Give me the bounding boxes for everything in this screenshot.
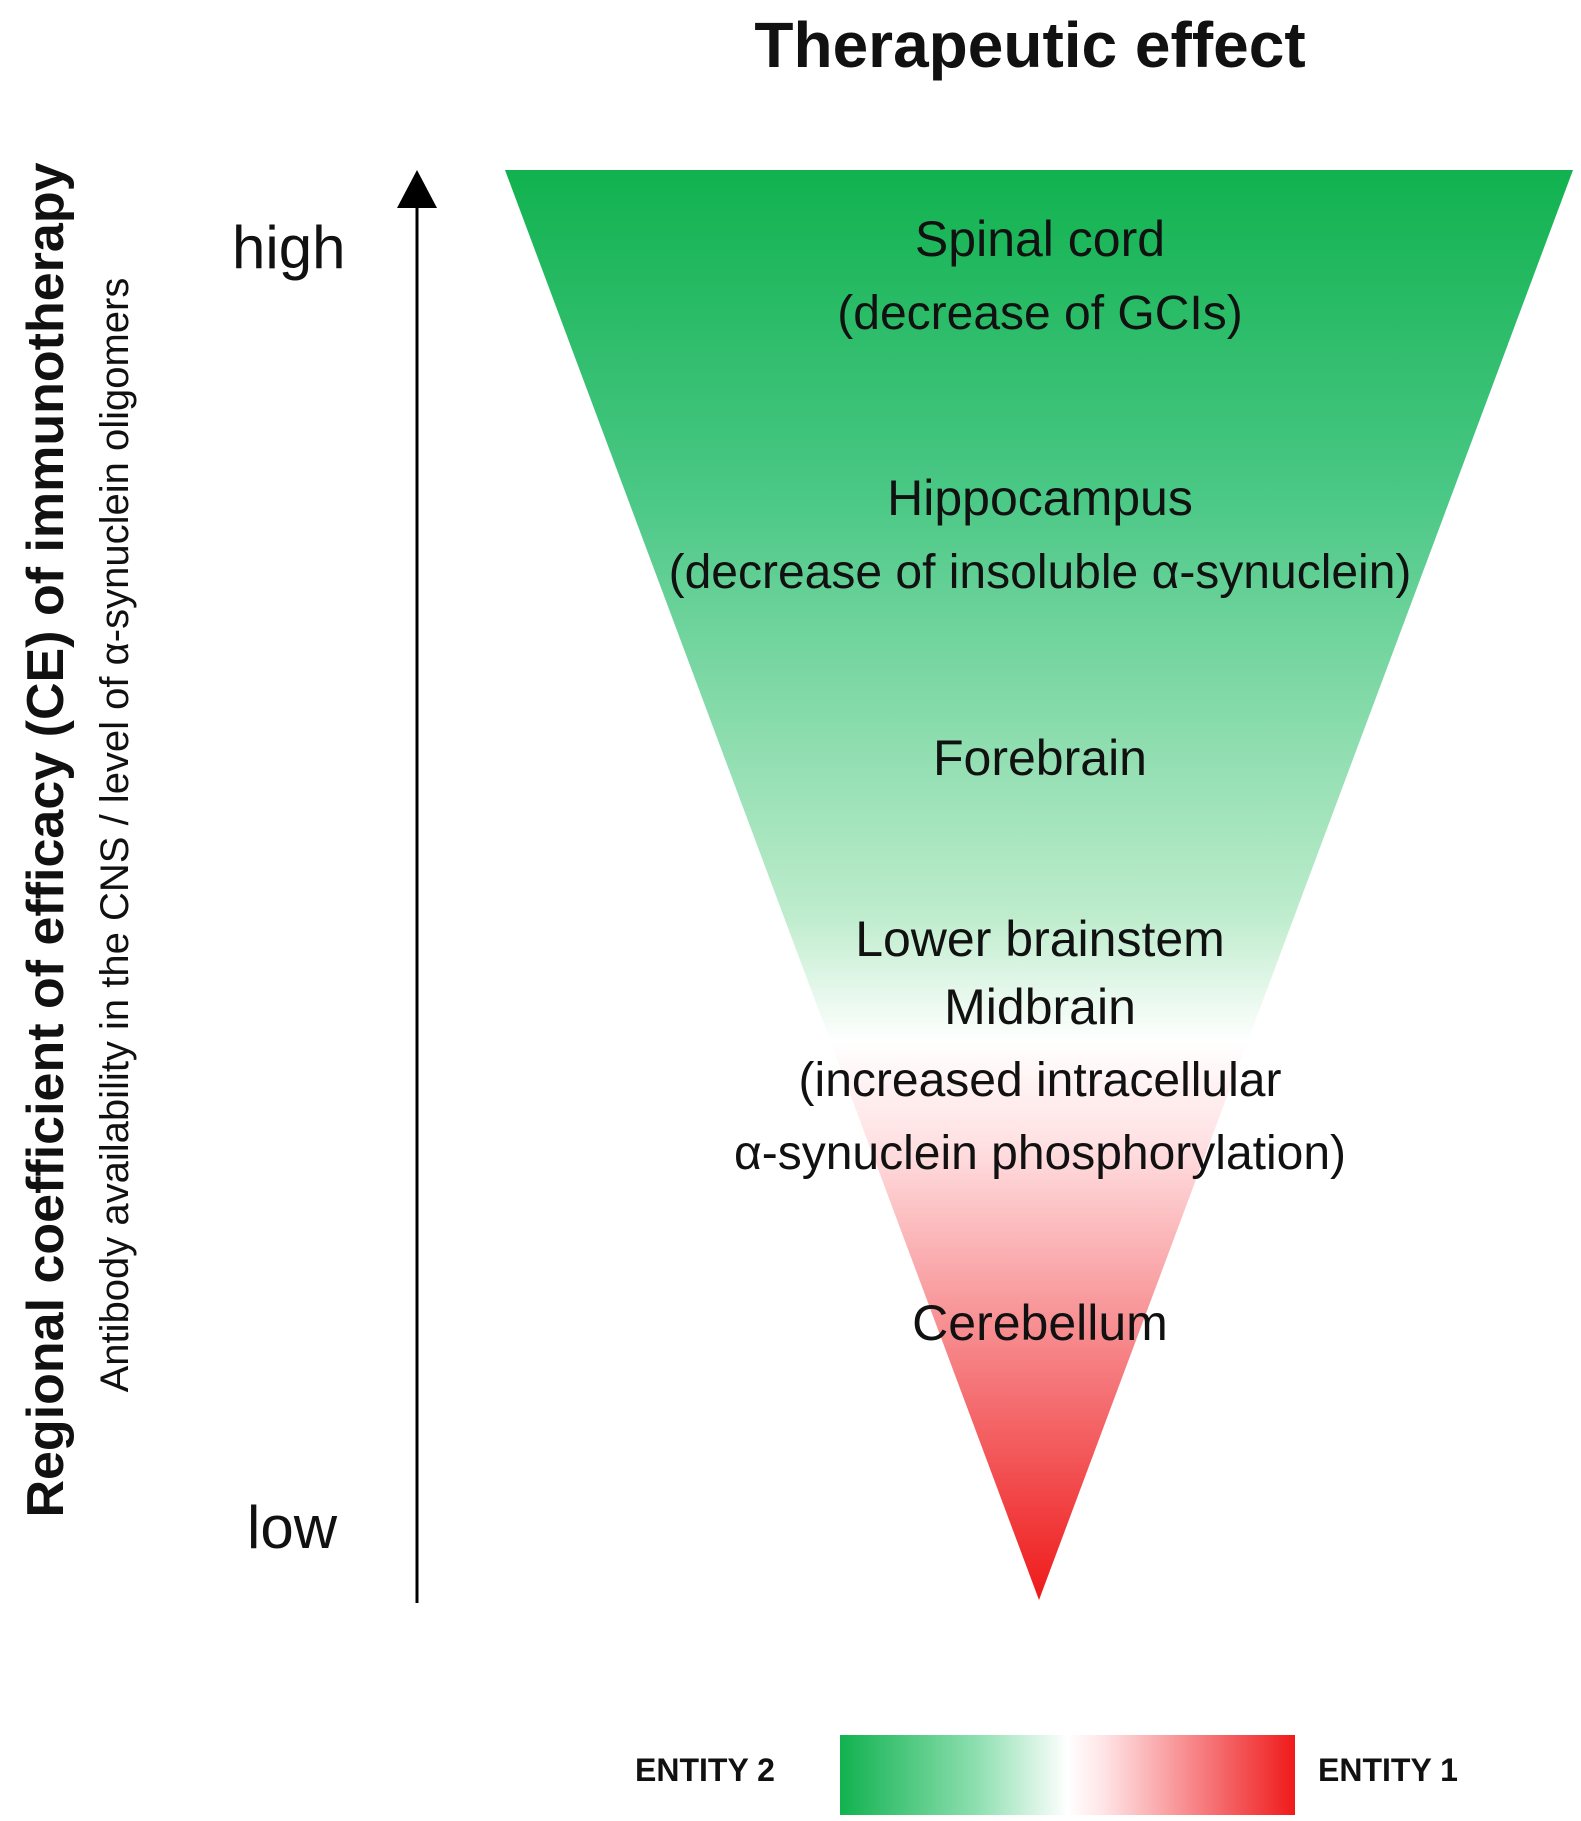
efficacy-funnel [505,170,1573,1600]
legend-gradient-bar [840,1735,1295,1815]
region-detail: (decrease of insoluble α-synuclein) [668,545,1412,599]
scale-low-label: low [247,1494,338,1561]
region-name: Hippocampus [887,470,1193,526]
region-detail: (increased intracellular [798,1054,1282,1107]
region-name: Cerebellum [912,1295,1168,1351]
region-detail: (decrease of GCIs) [837,286,1243,340]
region-name: Midbrain [944,978,1136,1035]
region-spinal-cord: Spinal cord (decrease of GCIs) [620,206,1460,346]
region-name: Spinal cord [914,211,1166,267]
y-axis-sub-label: Antibody availability in the CNS / level… [93,277,137,1393]
region-cerebellum: Cerebellum [620,1290,1460,1358]
legend-right-label: ENTITY 1 [1318,1752,1458,1788]
region-name: Forebrain [933,730,1147,786]
y-axis-arrowhead-icon [397,170,437,208]
diagram-title: Therapeutic effect [754,9,1306,81]
legend-left-label: ENTITY 2 [635,1752,775,1788]
region-brainstem-midbrain: Lower brainstem Midbrain (increased intr… [620,906,1460,1187]
y-axis-main-label: Regional coefficient of efficacy (CE) of… [17,162,75,1518]
region-forebrain: Forebrain [620,725,1460,793]
region-name: Lower brainstem [855,911,1225,967]
region-detail: α-synuclein phosphorylation) [733,1126,1347,1180]
scale-high-label: high [232,214,346,281]
region-hippocampus: Hippocampus (decrease of insoluble α-syn… [620,465,1460,605]
